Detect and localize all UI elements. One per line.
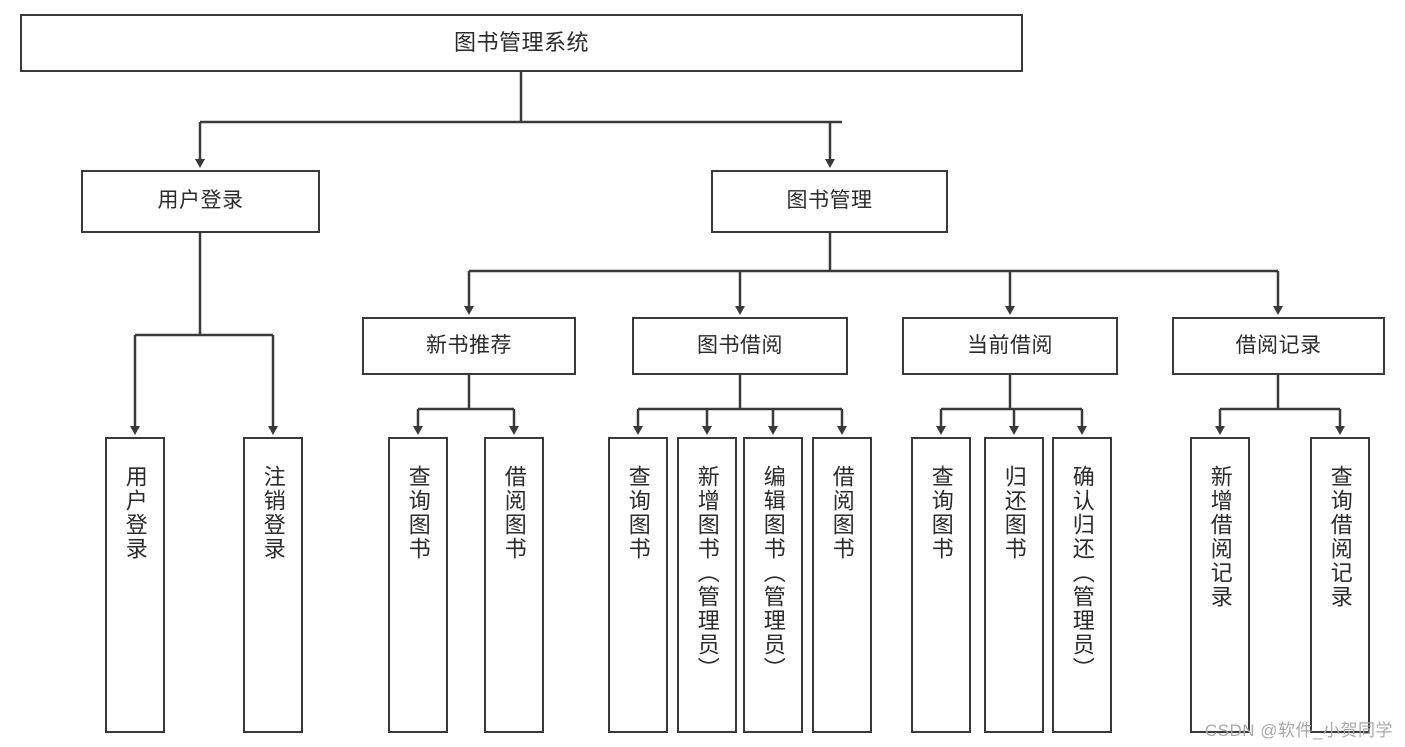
node-leaf-query-book-1-label: 查询图书 bbox=[405, 465, 431, 561]
node-user-login-label: 用户登录 bbox=[157, 189, 244, 213]
node-new-book-recommend[interactable]: 新书推荐 bbox=[362, 317, 576, 375]
node-current-borrow[interactable]: 当前借阅 bbox=[902, 317, 1118, 375]
node-leaf-edit-book[interactable]: 编辑图书（管理员） bbox=[743, 437, 803, 733]
node-book-borrow-label: 图书借阅 bbox=[697, 333, 783, 357]
node-leaf-borrow-book-2[interactable]: 借阅图书 bbox=[812, 437, 872, 733]
node-book-borrow[interactable]: 图书借阅 bbox=[632, 317, 848, 375]
node-leaf-query-record-label: 查询借阅记录 bbox=[1327, 465, 1353, 609]
node-new-book-recommend-label: 新书推荐 bbox=[426, 333, 512, 357]
node-leaf-confirm-return-label: 确认归还（管理员） bbox=[1069, 465, 1095, 681]
node-leaf-add-book-label: 新增图书（管理员） bbox=[694, 465, 720, 681]
node-leaf-add-record[interactable]: 新增借阅记录 bbox=[1190, 437, 1250, 733]
node-leaf-return-book-label: 归还图书 bbox=[1001, 465, 1027, 561]
node-root-label: 图书管理系统 bbox=[453, 30, 589, 56]
node-current-borrow-label: 当前借阅 bbox=[967, 333, 1053, 357]
node-leaf-user-logout-label: 注销登录 bbox=[260, 465, 286, 561]
node-leaf-query-book-2-label: 查询图书 bbox=[625, 465, 651, 561]
node-leaf-query-book-1[interactable]: 查询图书 bbox=[388, 437, 448, 733]
node-leaf-query-book-3[interactable]: 查询图书 bbox=[911, 437, 971, 733]
node-leaf-add-record-label: 新增借阅记录 bbox=[1207, 465, 1233, 609]
node-leaf-borrow-book-2-label: 借阅图书 bbox=[829, 465, 855, 561]
node-borrow-record-label: 借阅记录 bbox=[1235, 333, 1322, 357]
node-book-management-label: 图书管理 bbox=[786, 189, 873, 213]
node-user-login[interactable]: 用户登录 bbox=[81, 170, 320, 233]
node-borrow-record[interactable]: 借阅记录 bbox=[1172, 317, 1385, 375]
node-leaf-borrow-book-1[interactable]: 借阅图书 bbox=[484, 437, 544, 733]
node-leaf-user-login[interactable]: 用户登录 bbox=[105, 437, 165, 733]
node-book-management[interactable]: 图书管理 bbox=[711, 170, 948, 233]
watermark-text: CSDN @软件_小贺同学 bbox=[1204, 721, 1393, 740]
node-leaf-edit-book-label: 编辑图书（管理员） bbox=[760, 465, 786, 681]
node-leaf-user-logout[interactable]: 注销登录 bbox=[243, 437, 303, 733]
node-leaf-return-book[interactable]: 归还图书 bbox=[984, 437, 1044, 733]
node-leaf-query-book-2[interactable]: 查询图书 bbox=[608, 437, 668, 733]
node-leaf-borrow-book-1-label: 借阅图书 bbox=[501, 465, 527, 561]
node-leaf-query-book-3-label: 查询图书 bbox=[928, 465, 954, 561]
node-leaf-confirm-return[interactable]: 确认归还（管理员） bbox=[1052, 437, 1112, 733]
node-root[interactable]: 图书管理系统 bbox=[20, 14, 1023, 72]
node-leaf-user-login-label: 用户登录 bbox=[122, 465, 148, 561]
node-leaf-query-record[interactable]: 查询借阅记录 bbox=[1310, 437, 1370, 733]
node-leaf-add-book[interactable]: 新增图书（管理员） bbox=[677, 437, 737, 733]
